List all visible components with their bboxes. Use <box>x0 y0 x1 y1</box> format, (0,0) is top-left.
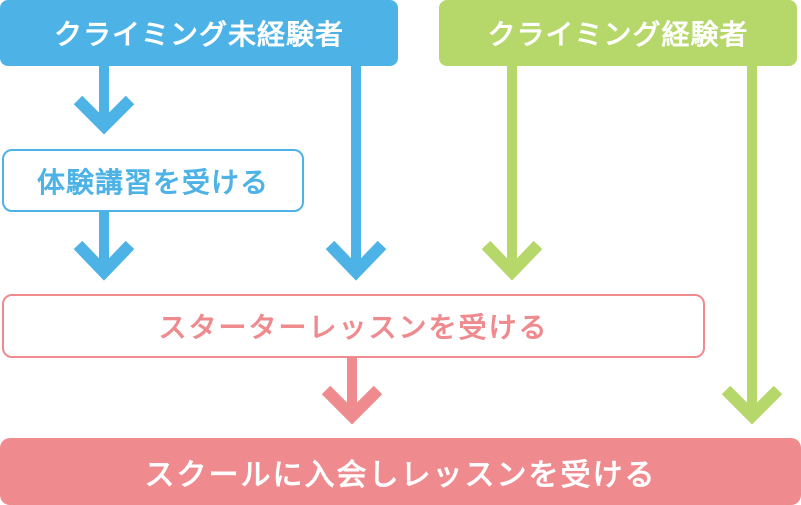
arrow-experienced-to-starter <box>481 66 543 281</box>
arrow-trial-to-starter <box>73 212 135 281</box>
box-label: スクールに入会しレッスンを受ける <box>144 457 657 493</box>
box-climbing-inexperienced: クライミング未経験者 <box>0 0 398 66</box>
arrow-starter-to-join <box>321 358 383 425</box>
arrow-inexperienced-to-starter <box>325 66 387 281</box>
arrow-experienced-to-join <box>721 66 783 425</box>
box-climbing-experienced: クライミング経験者 <box>439 0 797 66</box>
box-trial-lesson: 体験講習を受ける <box>2 149 304 212</box>
arrow-inexperienced-to-trial <box>73 66 135 135</box>
box-label: クライミング経験者 <box>487 18 749 51</box>
box-label: クライミング未経験者 <box>53 18 344 51</box>
box-label: スターターレッスンを受ける <box>158 311 549 344</box>
box-join-school: スクールに入会しレッスンを受ける <box>0 438 801 505</box>
box-starter-lesson: スターターレッスンを受ける <box>2 294 705 358</box>
box-label: 体験講習を受ける <box>36 165 269 199</box>
